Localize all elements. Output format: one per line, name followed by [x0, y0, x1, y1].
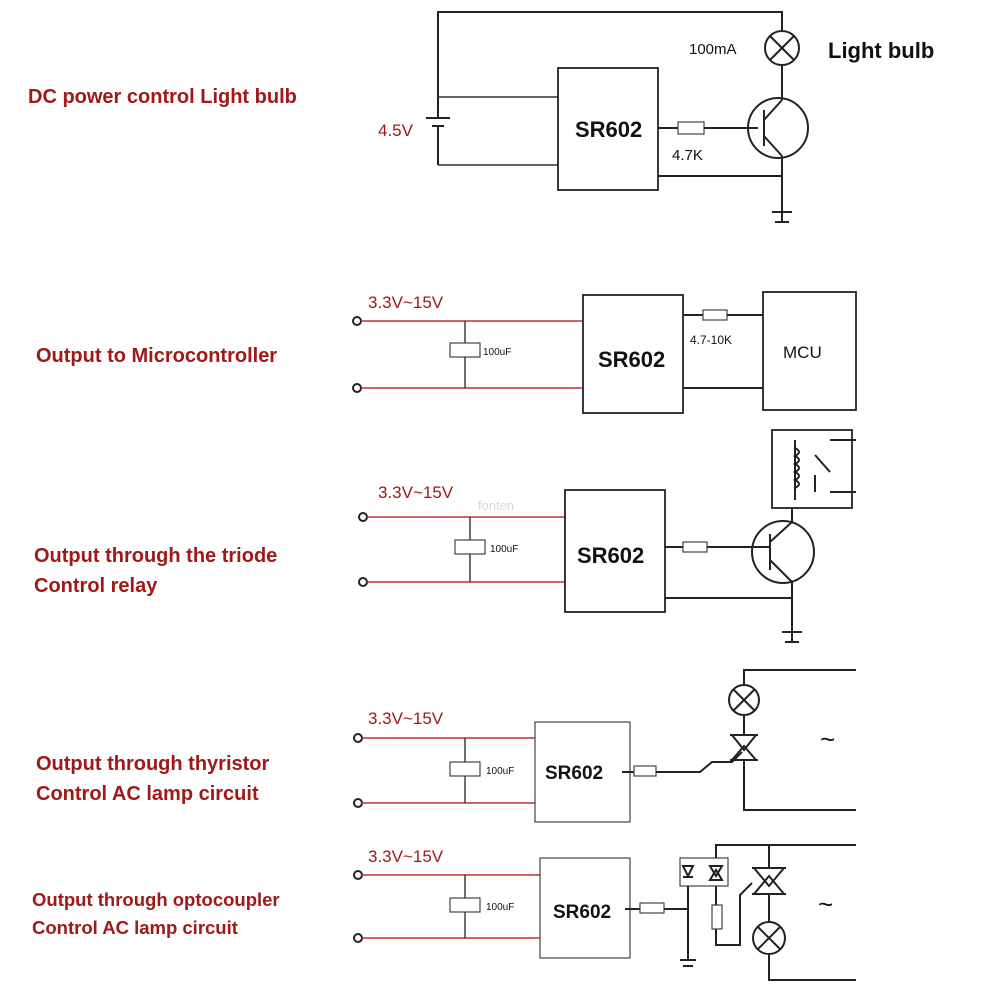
circuit5-module-label: SR602	[553, 902, 611, 923]
circuit4-title-line1: Output through thyristor	[36, 753, 270, 775]
transistor-symbol	[751, 520, 815, 584]
circuit5-title-line1: Output through optocoupler	[32, 889, 280, 910]
terminal-minus	[352, 383, 362, 393]
circuit4-module-label: SR602	[545, 763, 603, 784]
circuit1-title: DC power control Light bulb	[28, 86, 297, 108]
resistor-symbol	[677, 121, 705, 135]
terminal-minus	[353, 933, 363, 943]
light-bulb-icon	[764, 30, 800, 66]
battery-symbol	[426, 92, 450, 165]
resistor-symbol	[639, 902, 665, 914]
optocoupler-icon	[679, 857, 729, 887]
relay-icon	[771, 429, 856, 509]
terminal-minus	[353, 798, 363, 808]
circuit2-load-label: MCU	[783, 343, 822, 362]
transistor-symbol	[747, 97, 809, 159]
circuit3-voltage: 3.3V~15V	[378, 483, 454, 502]
sr602-module	[564, 489, 666, 613]
circuit1-load-label: Light bulb	[828, 38, 934, 63]
circuit1-module-label: SR602	[575, 117, 642, 142]
lamp-icon	[752, 921, 786, 955]
resistor-symbol	[682, 541, 708, 553]
circuit-mcu: Output to Microcontroller 3.3V~15V 100uF…	[36, 291, 857, 414]
terminal-plus	[352, 316, 362, 326]
sr602-module	[539, 857, 631, 959]
circuit3-module-label: SR602	[577, 543, 644, 568]
circuit4-title-line2: Control AC lamp circuit	[36, 783, 259, 805]
sr602-module	[557, 67, 659, 191]
resistor-symbol	[711, 904, 723, 930]
thyristor-icon	[730, 734, 758, 761]
circuit5-title-line2: Control AC lamp circuit	[32, 917, 238, 938]
terminal-minus	[358, 577, 368, 587]
resistor-symbol	[633, 765, 657, 777]
capacitor-symbol	[449, 761, 481, 777]
circuit2-capacitor-label: 100uF	[483, 347, 511, 358]
sr602-module	[534, 721, 631, 823]
circuit1-voltage: 4.5V	[378, 121, 414, 140]
circuit4-capacitor-label: 100uF	[486, 766, 514, 777]
terminal-plus	[353, 870, 363, 880]
circuit5-capacitor-label: 100uF	[486, 902, 514, 913]
circuit5-voltage: 3.3V~15V	[368, 847, 444, 866]
capacitor-symbol	[449, 897, 481, 913]
thyristor-icon	[752, 867, 786, 895]
circuit-dc-light-bulb: DC power control Light bulb 4.5V SR602 4…	[28, 11, 934, 223]
sr602-module	[582, 294, 684, 414]
circuit1-top-wire	[437, 11, 783, 92]
resistor-symbol	[702, 309, 728, 321]
circuit4-voltage: 3.3V~15V	[368, 709, 444, 728]
circuit1-current-label: 100mA	[689, 41, 737, 58]
ground-icon	[680, 959, 696, 967]
lamp-icon	[728, 684, 760, 716]
circuit3-title-line1: Output through the triode	[34, 545, 277, 567]
circuit-triode-relay: Output through the triode Control relay …	[34, 429, 856, 643]
ground-icon	[772, 211, 792, 223]
circuit3-capacitor-label: 100uF	[490, 544, 518, 555]
circuit3-title-line2: Control relay	[34, 575, 158, 597]
ac-source-icon: ~	[820, 724, 835, 754]
circuit-optocoupler: Output through optocoupler Control AC la…	[32, 844, 856, 981]
capacitor-symbol	[449, 342, 481, 358]
terminal-plus	[353, 733, 363, 743]
terminal-plus	[358, 512, 368, 522]
circuit2-resistor-label: 4.7-10K	[690, 333, 732, 347]
watermark: fonten	[478, 498, 514, 513]
circuit2-title: Output to Microcontroller	[36, 345, 277, 367]
capacitor-symbol	[454, 539, 486, 555]
circuit-thyristor: Output through thyristor Control AC lamp…	[36, 669, 856, 823]
mcu-box	[762, 291, 857, 411]
circuit1-resistor-label: 4.7K	[672, 147, 703, 164]
circuit2-voltage: 3.3V~15V	[368, 293, 444, 312]
ac-source-icon: ~	[818, 889, 833, 919]
ground-icon	[782, 631, 802, 643]
circuit2-module-label: SR602	[598, 347, 665, 372]
